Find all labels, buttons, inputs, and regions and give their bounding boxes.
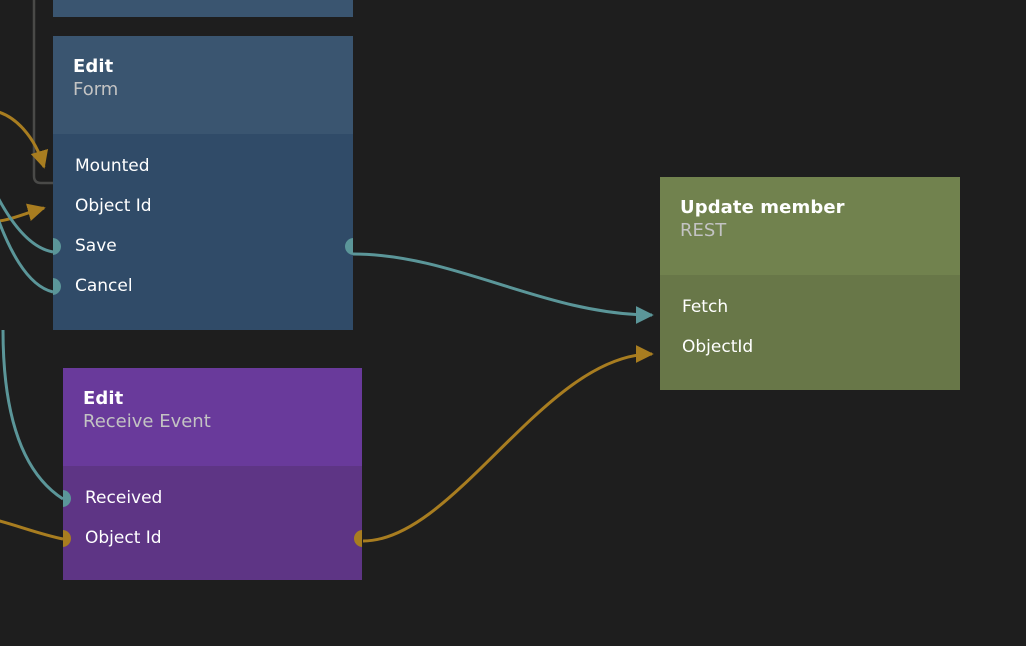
node-header: Edit Receive Event — [63, 368, 362, 466]
node-subtitle: REST — [680, 220, 727, 241]
node-body: Received Object Id — [63, 466, 362, 558]
node-edit-form[interactable]: Edit Form Mounted Object Id Save Cancel — [53, 36, 353, 330]
port-row-cancel[interactable]: Cancel — [53, 266, 353, 306]
port-row-objectid[interactable]: ObjectId — [660, 327, 960, 367]
edge-offscreen-to-mounted[interactable] — [0, 110, 49, 169]
port-label-object-id: Object Id — [85, 528, 162, 548]
port-label-object-id: Object Id — [75, 196, 152, 216]
port-label-received: Received — [85, 488, 163, 508]
node-update-member[interactable]: Update member REST Fetch ObjectId — [660, 177, 960, 390]
port-dot-cancel-input[interactable] — [53, 277, 61, 295]
group-outline — [32, 0, 53, 185]
edge-save-to-fetch[interactable] — [352, 252, 654, 324]
node-form-partial[interactable] — [53, 0, 353, 17]
port-row-mounted[interactable]: Mounted — [53, 146, 353, 186]
port-row-object-id[interactable]: Object Id — [63, 518, 362, 558]
port-row-object-id[interactable]: Object Id — [53, 186, 353, 226]
node-title: Edit — [73, 56, 114, 77]
port-row-save[interactable]: Save — [53, 226, 353, 266]
edge-objectid-to-objectid[interactable] — [362, 345, 654, 543]
port-row-received[interactable]: Received — [63, 478, 362, 518]
port-label-fetch: Fetch — [682, 297, 729, 317]
port-dot-save-output[interactable] — [345, 237, 353, 255]
edge-offscreen-to-received[interactable] — [1, 329, 64, 501]
node-body: Mounted Object Id Save Cancel — [53, 134, 353, 306]
node-title: Update member — [680, 197, 845, 218]
port-label-cancel: Cancel — [75, 276, 133, 296]
edge-offscreen-to-objectid[interactable] — [0, 203, 46, 223]
port-dot-object-id-input[interactable] — [63, 529, 71, 547]
port-row-fetch[interactable]: Fetch — [660, 287, 960, 327]
port-label-objectid: ObjectId — [682, 337, 754, 357]
node-edit-receive-event[interactable]: Edit Receive Event Received Object Id — [63, 368, 362, 580]
port-dot-save-input[interactable] — [53, 237, 61, 255]
port-dot-received-input[interactable] — [63, 489, 71, 507]
node-subtitle: Receive Event — [83, 411, 211, 432]
port-dot-object-id-output[interactable] — [354, 529, 362, 547]
node-body: Fetch ObjectId — [660, 275, 960, 367]
node-title: Edit — [83, 388, 124, 409]
edge-offscreen-to-objectid-rx[interactable] — [0, 518, 64, 541]
node-subtitle: Form — [73, 79, 119, 100]
edge-cancel-to-offscreen[interactable] — [0, 196, 54, 294]
port-label-save: Save — [75, 236, 117, 256]
node-header: Update member REST — [660, 177, 960, 275]
edge-save-to-offscreen[interactable] — [0, 190, 54, 254]
node-header: Edit Form — [53, 36, 353, 134]
port-label-mounted: Mounted — [75, 156, 150, 176]
